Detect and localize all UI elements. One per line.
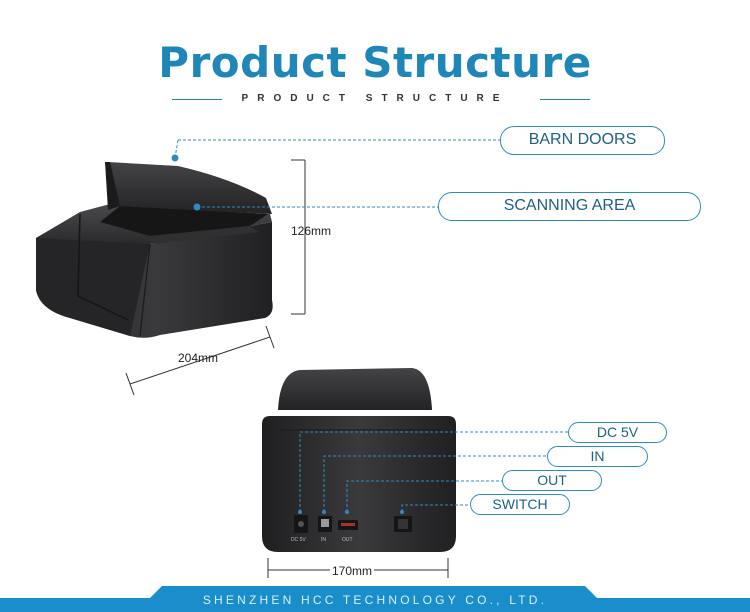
label-barn-doors: BARN DOORS — [500, 126, 665, 155]
depth-dimension-label: 204mm — [178, 351, 219, 365]
width-dimension-label: 170mm — [330, 564, 375, 578]
label-scanning-area: SCANNING AREA — [438, 192, 701, 221]
depth-dimension — [125, 325, 275, 396]
port-label-dc: DC 5V — [291, 537, 306, 543]
subtitle-line-left — [172, 99, 222, 100]
height-dimension-label: 126mm — [291, 224, 332, 238]
subtitle-line-right — [540, 99, 590, 100]
port-label-out: OUT — [342, 537, 353, 543]
scanner-rear-view — [262, 368, 456, 552]
footer-company: SHENZHEN HCC TECHNOLOGY CO., LTD. — [202, 593, 548, 607]
label-dc-5v: DC 5V — [568, 422, 667, 443]
footer-band — [0, 586, 750, 612]
scanner-3d-view — [36, 162, 273, 338]
height-dimension — [291, 159, 306, 315]
page-title: Product Structure — [158, 38, 592, 87]
label-switch: SWITCH — [470, 494, 570, 515]
page-subtitle: PRODUCT STRUCTURE — [241, 93, 509, 104]
label-in: IN — [547, 446, 648, 467]
leader-lines-top — [171, 139, 500, 211]
leader-lines-rear — [299, 431, 572, 512]
label-out: OUT — [502, 470, 602, 491]
port-label-in: IN — [321, 537, 326, 543]
